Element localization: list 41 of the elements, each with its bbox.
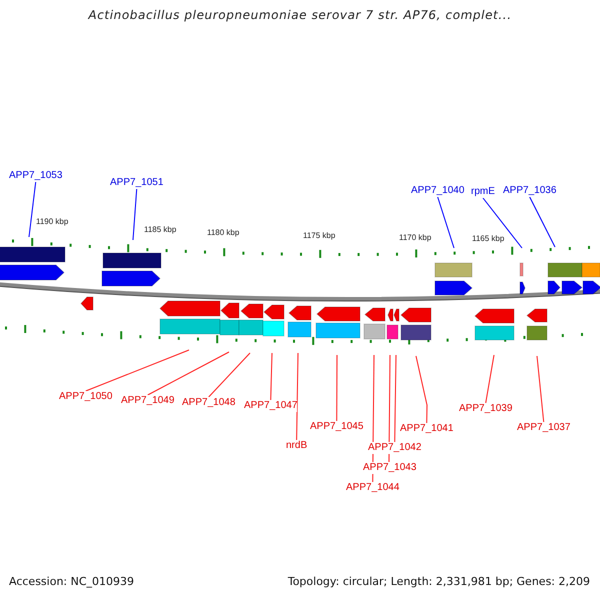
- leader-line: [529, 196, 556, 248]
- leader-line: [132, 188, 138, 240]
- gene-label: APP7_1044: [346, 482, 400, 494]
- leader-line: [85, 350, 190, 392]
- gene-label: APP7_1045: [310, 421, 364, 433]
- accession-text: Accession: NC_010939: [9, 576, 134, 588]
- genome-info-text: Topology: circular; Length: 2,331,981 bp; Genes: 2,209: [288, 576, 590, 588]
- gene-label: APP7_1049: [121, 395, 174, 407]
- gene-label: APP7_1041: [400, 423, 454, 435]
- leader-line: [437, 196, 454, 248]
- leader-line: [336, 354, 338, 422]
- gene-label: APP7_1036: [503, 185, 556, 197]
- leader-line: [485, 354, 494, 404]
- leader-line: [536, 356, 544, 422]
- gene-label: APP7_1048: [182, 397, 236, 409]
- leader-line: [482, 198, 522, 248]
- gene-label: APP7_1037: [517, 422, 570, 434]
- gene-label: APP7_1042: [368, 442, 422, 454]
- gene-label: APP7_1043: [363, 462, 416, 474]
- scale-label: 1190 kbp: [36, 216, 68, 228]
- leader-line: [416, 356, 428, 424]
- gene-label: APP7_1051: [110, 177, 164, 189]
- gene-label: APP7_1050: [59, 391, 112, 403]
- scale-label: 1175 kbp: [303, 230, 336, 242]
- scale-label: 1185 kbp: [144, 224, 176, 236]
- scale-label: 1170 kbp: [399, 232, 432, 244]
- gene-label: rpmE: [471, 186, 495, 198]
- leader-line: [388, 354, 390, 462]
- gene-label: APP7_1039: [459, 403, 512, 415]
- leader-line: [270, 352, 272, 400]
- gene-label: APP7_1053: [9, 170, 62, 182]
- gene-label: APP7_1040: [411, 185, 464, 197]
- scale-label: 1180 kbp: [207, 227, 240, 239]
- title: Actinobacillus pleuropneumoniae serovar 7 str. AP76, complet...: [86, 9, 513, 21]
- scale-label: 1165 kbp: [472, 233, 504, 245]
- gene-label: APP7_1047: [244, 400, 298, 412]
- leader-line: [28, 182, 36, 238]
- leader-line: [296, 352, 298, 440]
- leader-line: [147, 352, 230, 396]
- leader-line: [394, 354, 396, 442]
- leader-line: [208, 352, 250, 398]
